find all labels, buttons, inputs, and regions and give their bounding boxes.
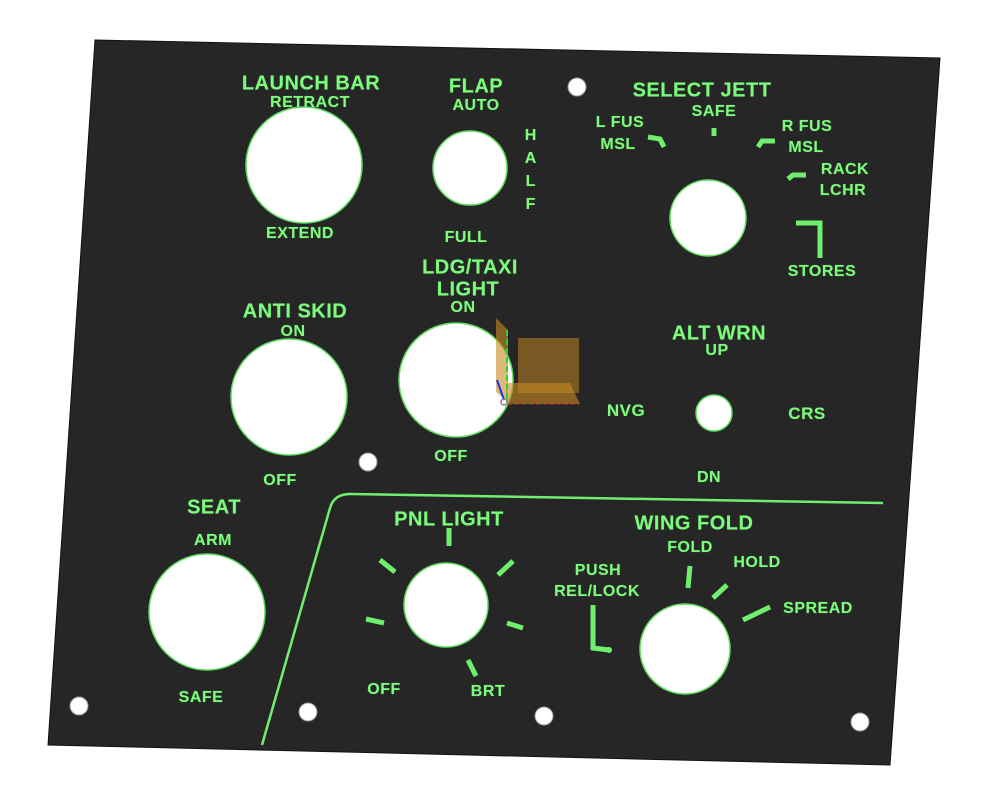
mount-hole [358, 452, 378, 472]
alt-wrn-switch-hole [695, 394, 733, 432]
flap-half-label: HALF [522, 127, 539, 219]
select-jett-lmsl-label: MSL [600, 136, 636, 153]
seat-switch-hole [148, 553, 266, 671]
select-jett-knob-hole [669, 179, 747, 257]
alt-wrn-dn-label: DN [696, 469, 722, 486]
anti-skid-off-label: OFF [263, 472, 297, 489]
wing-fold-knob-hole [639, 603, 731, 695]
mount-hole [567, 77, 587, 97]
pnl-light-knob-hole [403, 562, 489, 648]
seat-title: SEAT [187, 496, 241, 519]
pnl-light-title: PNL LIGHT [394, 508, 504, 531]
divider-line [260, 492, 884, 746]
wing-fold-spread-label: SPREAD [783, 600, 853, 617]
launch-bar-title: LAUNCH BAR [241, 72, 381, 95]
ldg-taxi-light-title: LIGHT [436, 278, 500, 301]
seat-arm-label: ARM [194, 532, 232, 549]
wing-fold-hold-label: HOLD [733, 554, 781, 571]
seat-safe-label: SAFE [178, 689, 224, 706]
select-jett-rack-label: RACK [820, 161, 870, 178]
select-jett-title: SELECT JETT [632, 79, 772, 102]
select-jett-stores-label: STORES [787, 263, 857, 280]
ldg-taxi-off-label: OFF [434, 448, 468, 465]
wing-fold-rel-lock-label: REL/LOCK [554, 583, 640, 600]
pnl-light-off-label: OFF [367, 681, 401, 698]
anti-skid-switch-hole [230, 338, 348, 456]
wing-fold-title: WING FOLD [634, 512, 754, 535]
mount-hole [298, 702, 318, 722]
select-jett-rfus-label: R FUS [781, 118, 833, 135]
flap-switch-hole [432, 130, 508, 206]
anti-skid-title: ANTI SKID [242, 300, 348, 323]
select-jett-rmsl-label: MSL [788, 139, 824, 156]
flap-title: FLAP [448, 75, 504, 98]
alt-wrn-title: ALT WRN [671, 322, 767, 345]
alt-wrn-crs-label: CRS [788, 404, 826, 423]
mount-hole [534, 706, 554, 726]
pnl-light-brt-label: BRT [470, 683, 506, 700]
launch-bar-switch-hole [245, 106, 363, 224]
axis-gizmo-icon [496, 318, 580, 406]
flap-auto-label: AUTO [452, 97, 500, 114]
select-jett-safe-label: SAFE [691, 103, 737, 120]
launch-bar-retract-label: RETRACT [270, 94, 350, 111]
alt-wrn-up-label: UP [705, 342, 729, 359]
mount-hole [69, 696, 89, 716]
alt-wrn-nvg-label: NVG [606, 401, 646, 420]
ldg-taxi-switch-hole [398, 322, 514, 438]
ldg-taxi-on-label: ON [450, 299, 476, 316]
flap-full-label: FULL [444, 229, 488, 246]
select-jett-lchr-label: LCHR [819, 182, 867, 199]
mount-hole [850, 712, 870, 732]
tick-marks [365, 128, 823, 678]
select-jett-lfus-label: L FUS [595, 114, 645, 131]
wing-fold-push-label: PUSH [574, 562, 622, 579]
anti-skid-on-label: ON [280, 323, 306, 340]
wing-fold-fold-label: FOLD [667, 539, 713, 556]
ldg-taxi-title: LDG/TAXI [422, 256, 518, 279]
launch-bar-extend-label: EXTEND [266, 225, 334, 242]
